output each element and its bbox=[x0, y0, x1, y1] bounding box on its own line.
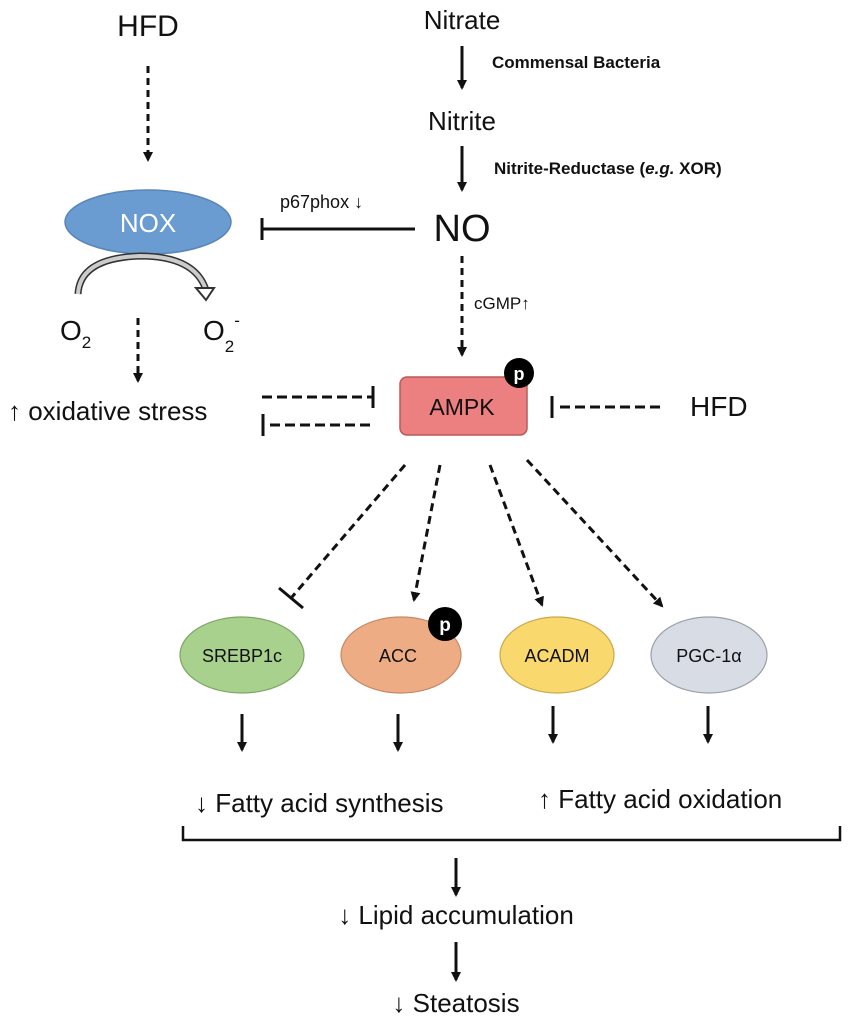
nox-label: NOX bbox=[120, 208, 176, 238]
nitrite-reductase-label: Nitrite-Reductase (e.g. XOR) bbox=[494, 159, 722, 178]
ampk-to-acc-arrow bbox=[410, 464, 442, 602]
commensal-bacteria-label: Commensal Bacteria bbox=[492, 53, 661, 72]
acc-node: ACC p bbox=[340, 607, 462, 694]
no-label: NO bbox=[434, 208, 491, 250]
ampk-label: AMPK bbox=[429, 394, 495, 420]
ampk-inhibits-srebp1c-line bbox=[290, 464, 407, 598]
acc-phospho-label: p bbox=[439, 615, 451, 636]
srebp1c-node: SREBP1c bbox=[179, 616, 305, 694]
acadm-node: ACADM bbox=[499, 616, 615, 694]
o2-arrowhead-icon bbox=[193, 287, 216, 302]
srebp1c-label: SREBP1c bbox=[202, 646, 282, 666]
acc-phospho-badge bbox=[428, 607, 462, 641]
ampk-node: AMPK p bbox=[399, 358, 534, 436]
ampk-phospho-label: p bbox=[514, 364, 525, 384]
steatosis-label: ↓ Steatosis bbox=[392, 988, 519, 1018]
ampk-box bbox=[399, 376, 528, 436]
lipid-accumulation-label: ↓ Lipid accumulation bbox=[338, 900, 574, 930]
oxidative-stress-label: ↑ oxidative stress bbox=[8, 396, 207, 426]
superoxide-label: O2- bbox=[203, 311, 240, 356]
hfd-label-top: HFD bbox=[117, 10, 179, 43]
nitrate-label: Nitrate bbox=[424, 5, 501, 35]
grouping-bracket bbox=[181, 826, 842, 842]
acadm-label: ACADM bbox=[524, 646, 589, 666]
nox-node: NOX bbox=[64, 189, 232, 255]
hfd-label-right: HFD bbox=[690, 391, 748, 422]
acc-label: ACC bbox=[379, 646, 417, 666]
o2-label: O2 bbox=[60, 315, 91, 352]
p67phox-label: p67phox ↓ bbox=[280, 192, 363, 212]
ampk-to-acadm-arrow bbox=[488, 464, 544, 607]
pgc1a-label: PGC-1α bbox=[676, 646, 741, 666]
nitrite-label: Nitrite bbox=[428, 106, 496, 136]
fatty-acid-oxidation-label: ↑ Fatty acid oxidation bbox=[538, 784, 782, 814]
ampk-to-pgc1a-arrow bbox=[525, 458, 664, 608]
pgc1a-node: PGC-1α bbox=[650, 616, 768, 694]
fatty-acid-synthesis-label: ↓ Fatty acid synthesis bbox=[195, 788, 444, 818]
cgmp-label: cGMP↑ bbox=[474, 294, 530, 313]
ampk-phospho-badge bbox=[504, 358, 534, 388]
o2-conversion-arrow bbox=[74, 252, 210, 295]
